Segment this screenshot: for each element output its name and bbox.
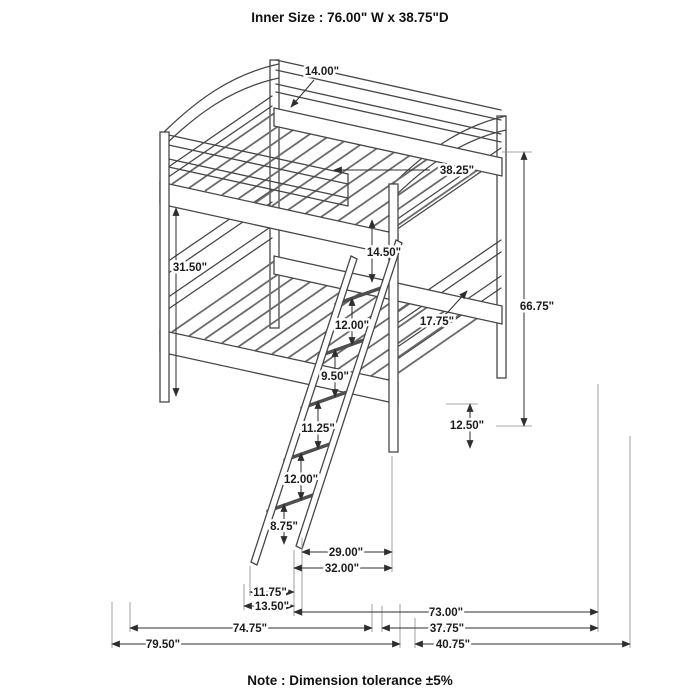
dim-ladder-offset-2-label: 13.50": [255, 601, 289, 613]
dim-overall-length-label: 79.50": [146, 639, 180, 651]
dim-ladder-gap-5-label: 8.75": [270, 521, 298, 533]
dim-inner-length-label: 73.00": [429, 607, 463, 619]
bed-frame: [159, 59, 507, 379]
dim-foot-panel-height-label: 17.75": [420, 316, 454, 328]
inner-size-label: Inner Size : 76.00" W x 38.75"D: [251, 10, 449, 25]
top-bunk-slats: [171, 111, 493, 233]
dim-overall-depth-label: 40.75": [436, 639, 470, 651]
ladder: [250, 239, 403, 566]
dim-ladder-span-2-label: 32.00": [325, 563, 359, 575]
dim-headboard-gap-label: 14.00": [305, 66, 339, 78]
dim-guard-rail-height-label: 14.50": [367, 247, 401, 259]
dim-left-post-height-label: 31.50": [173, 262, 207, 274]
dim-ladder-gap-2-label: 9.50": [321, 371, 349, 383]
dimension-annotations: 14.00" 38.25" 31.50" 14.50" 66.75" 17.75…: [111, 64, 631, 654]
dim-ladder-span-1-label: 29.00": [329, 547, 363, 559]
dim-ladder-gap-1-label: 12.00": [335, 320, 369, 332]
dim-ladder-offset-1-label: 11.75": [253, 587, 287, 599]
dim-ladder-gap-3-label: 11.25": [301, 423, 335, 435]
tolerance-note: Note : Dimension tolerance ±5%: [247, 673, 453, 688]
dim-frame-length-label: 74.75": [233, 623, 267, 635]
dim-overall-height-label: 66.75": [520, 301, 554, 313]
dim-bottom-clearance-label: 12.50": [450, 420, 484, 432]
dim-frame-depth-label: 37.75": [430, 623, 464, 635]
dim-ladder-gap-4-label: 12.00": [284, 474, 318, 486]
dim-top-inner-width-label: 38.25": [440, 165, 474, 177]
